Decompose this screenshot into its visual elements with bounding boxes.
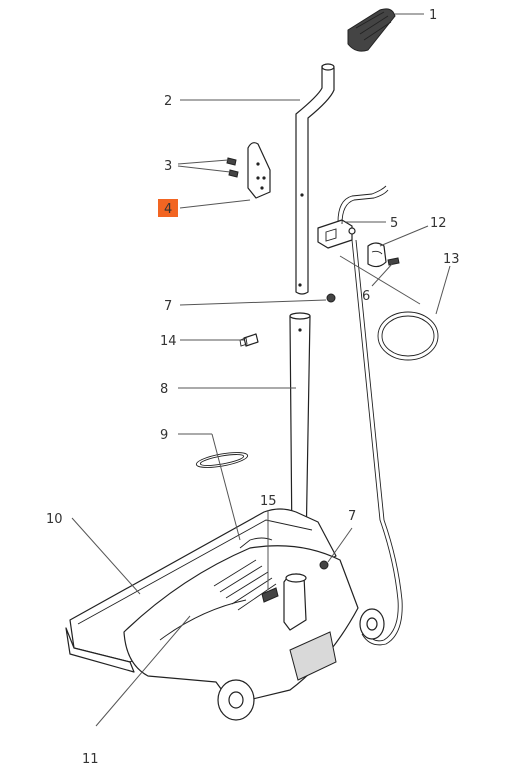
part-15-brush-cover[interactable] [261,587,279,603]
callout-7-upper[interactable]: 7 [164,299,172,314]
callout-8[interactable]: 8 [160,382,168,397]
wheel-front [217,679,255,721]
part-5-switch-housing[interactable] [317,185,389,249]
power-cable [351,239,403,646]
part-11-hood[interactable] [123,537,359,705]
part-2-upper-handle[interactable] [295,63,335,295]
callout-labels: 1 2 3 4 5 12 13 6 7 14 8 9 10 15 7 11 [46,8,460,767]
callout-2[interactable]: 2 [164,94,172,109]
part-13-cord-ring[interactable] [377,311,439,361]
callout-4-highlight[interactable]: 4 [158,199,178,217]
callout-13[interactable]: 13 [443,252,460,267]
part-7-nut-upper[interactable] [326,293,336,303]
callout-4[interactable]: 4 [164,202,172,217]
highlight-box [158,199,178,217]
callout-11[interactable]: 11 [82,752,99,767]
wheel-rear [359,608,385,640]
part-6-screw[interactable] [387,257,400,266]
callout-14[interactable]: 14 [160,334,177,349]
part-4-bracket[interactable] [247,142,271,199]
callout-10[interactable]: 10 [46,512,63,527]
part-14-bolt[interactable] [239,333,259,347]
callout-9[interactable]: 9 [160,428,168,443]
callout-12[interactable]: 12 [430,216,447,231]
leader-lines [71,13,451,727]
callout-7-lower[interactable]: 7 [348,509,356,524]
part-7-nut-lower[interactable] [319,560,329,570]
callout-1[interactable]: 1 [429,8,437,23]
callout-5[interactable]: 5 [390,216,398,231]
part-3-screws[interactable] [226,157,239,178]
callout-6[interactable]: 6 [362,289,370,304]
part-12-clamp[interactable] [367,242,387,268]
callout-3[interactable]: 3 [164,159,172,174]
callout-15[interactable]: 15 [260,494,277,509]
part-1-grip[interactable] [347,8,396,52]
part-9-belt[interactable] [195,450,249,471]
